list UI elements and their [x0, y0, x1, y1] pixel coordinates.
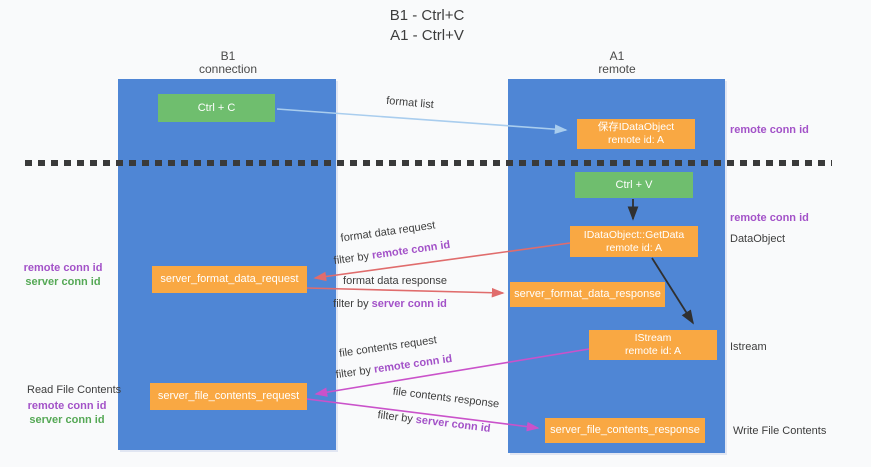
node-server-format-data-request: server_format_data_request — [152, 266, 307, 293]
node-istream: IStream remote id: A — [589, 330, 717, 360]
node-save-line1: 保存IDataObject — [597, 121, 675, 133]
node-save-idataobject: 保存IDataObject remote id: A — [577, 119, 695, 149]
node-server-file-contents-request: server_file_contents_request — [150, 383, 307, 410]
dashed-separator — [25, 160, 832, 166]
arrow-label-filter-server-2: filter by server conn id — [354, 405, 515, 438]
lane-b1-name: B1 — [220, 49, 236, 63]
node-file-req-label: server_file_contents_request — [157, 390, 300, 402]
node-ctrl-v-label: Ctrl + V — [615, 178, 653, 191]
filter-by-text-3: filter by — [335, 363, 375, 382]
arrow-label-format-list: format list — [385, 94, 435, 112]
lane-a1-subtitle: remote — [598, 62, 636, 76]
label-write-file-contents: Write File Contents — [733, 425, 827, 437]
label-remote-conn-id-mid-right: remote conn id — [730, 212, 809, 224]
lane-header-b1: B1 connection — [158, 50, 298, 76]
node-ctrl-v: Ctrl + V — [575, 172, 693, 198]
conn-id-pair-file: remote conn id server conn id — [22, 399, 112, 427]
label-dataobject: DataObject — [730, 233, 786, 245]
node-getdata-line2: remote id: A — [605, 241, 663, 254]
lane-header-a1: A1 remote — [547, 50, 687, 76]
label-server-conn-id-left-2: server conn id — [29, 414, 105, 426]
node-ctrl-c: Ctrl + C — [158, 94, 275, 122]
node-ctrl-c-label: Ctrl + C — [197, 101, 236, 114]
filter-server-conn-id-2: server conn id — [415, 413, 492, 435]
label-istream: Istream — [730, 341, 767, 353]
arrow-format-data-response — [306, 287, 505, 298]
node-file-resp-label: server_file_contents_response — [550, 424, 700, 436]
node-save-line2: remote id: A — [607, 134, 665, 146]
node-fmt-req-label: server_format_data_request — [160, 273, 299, 285]
label-server-conn-id-left-1: server conn id — [25, 276, 101, 288]
label-remote-conn-id-left-1: remote conn id — [23, 262, 103, 274]
title-line-1: B1 - Ctrl+C — [389, 7, 465, 24]
node-istream-line2: remote id: A — [624, 345, 682, 357]
filter-by-text-2: filter by — [333, 298, 372, 310]
arrow-label-file-contents-response: file contents response — [392, 385, 500, 411]
filter-remote-conn-id-1: remote conn id — [371, 238, 451, 262]
label-remote-conn-id-top-right: remote conn id — [730, 124, 809, 136]
title-line-2: A1 - Ctrl+V — [390, 27, 464, 44]
diagram-title: B1 - Ctrl+C A1 - Ctrl+V — [327, 6, 527, 46]
filter-by-text-1: filter by — [333, 249, 373, 268]
filter-server-conn-id-1: server conn id — [371, 298, 447, 310]
arrow-label-filter-server-1: filter by server conn id — [310, 297, 470, 311]
lane-b1-subtitle: connection — [198, 62, 258, 76]
node-istream-line1: IStream — [634, 332, 672, 344]
label-remote-conn-id-left-2: remote conn id — [27, 400, 107, 412]
node-server-file-contents-response: server_file_contents_response — [545, 418, 705, 443]
label-read-file-contents: Read File Contents — [27, 384, 122, 396]
lane-a1-name: A1 — [609, 49, 625, 63]
filter-by-text-4: filter by — [376, 409, 417, 426]
filter-remote-conn-id-2: remote conn id — [373, 352, 453, 376]
node-getdata-line1: IDataObject::GetData — [583, 228, 685, 241]
node-idataobject-getdata: IDataObject::GetData remote id: A — [570, 226, 698, 257]
node-server-format-data-response: server_format_data_response — [510, 282, 665, 307]
conn-id-pair-format: remote conn id server conn id — [18, 261, 108, 289]
arrow-label-format-data-response: format data response — [343, 275, 447, 287]
node-fmt-resp-label: server_format_data_response — [514, 288, 661, 300]
